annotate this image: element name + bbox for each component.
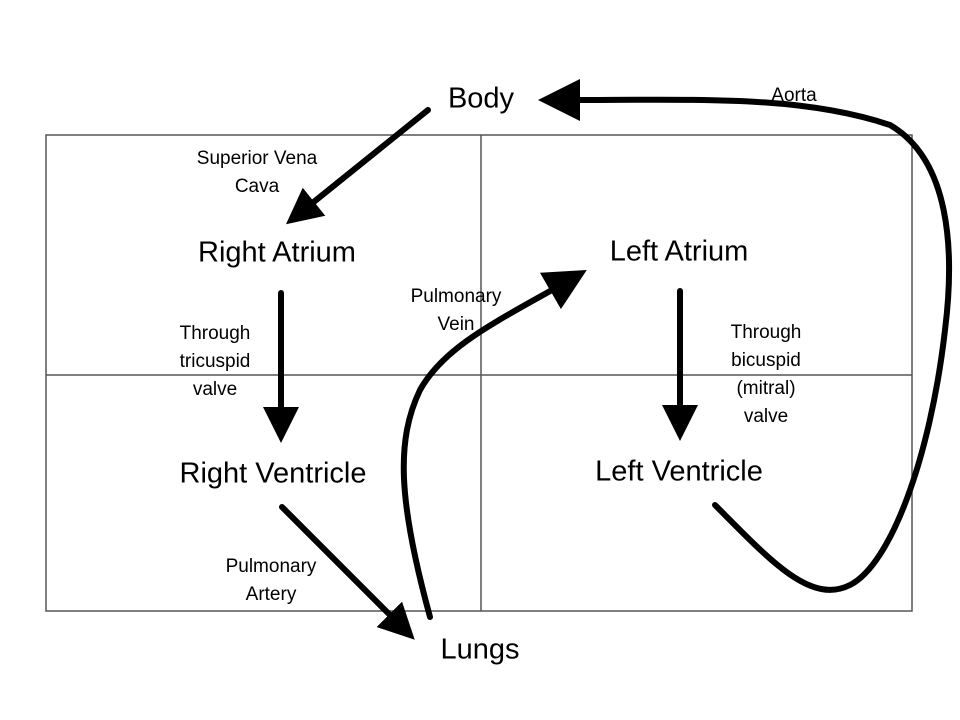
aorta-label: Aorta (771, 82, 816, 110)
pulmonary-artery-label: Pulmonary Artery (226, 553, 317, 609)
heart-box (45, 134, 913, 612)
chamber-grid (45, 134, 913, 612)
superior-vena-cava-label-line-1: Superior Vena (196, 148, 318, 169)
pulmonary-artery-label-line-1: Pulmonary (225, 556, 317, 577)
bicuspid-valve-label-line-3: (mitral) (736, 378, 796, 399)
pulmonary-artery-label-line-2: Artery (245, 584, 297, 605)
aorta-label-line: Aorta (771, 85, 817, 106)
pulmonary-vein-arrow (400, 270, 587, 620)
superior-vena-cava-label: Superior Vena Cava (197, 145, 317, 201)
right-atrium-label: Right Atrium (198, 236, 356, 269)
pulmonary-vein-label-line-2: Vein (437, 314, 475, 335)
bicuspid-valve-label: Through bicuspid (mitral) valve (731, 319, 802, 431)
pulmonary-vein-label: Pulmonary Vein (411, 283, 502, 339)
tricuspid-valve-label-line-3: valve (192, 379, 238, 400)
aorta-arrow (538, 78, 953, 593)
tricuspid-valve-label-line-2: tricuspid (179, 351, 251, 372)
tricuspid-valve-label: Through tricuspid valve (180, 320, 251, 404)
pulmonary-vein-label-line-1: Pulmonary (410, 286, 502, 307)
right-ventricle-label: Right Ventricle (179, 457, 367, 490)
tricuspid-valve-label-line-1: Through (179, 323, 251, 344)
lungs-label: Lungs (440, 633, 520, 666)
left-atrium-label: Left Atrium (609, 235, 749, 268)
left-ventricle-label: Left Ventricle (595, 455, 763, 488)
bicuspid-valve-label-line-4: valve (743, 406, 789, 427)
superior-vena-cava-label-line-2: Cava (234, 176, 280, 197)
body-label: Body (447, 82, 515, 115)
bicuspid-valve-label-line-1: Through (730, 322, 802, 343)
superior-vena-cava-arrow (285, 107, 431, 225)
pulmonary-artery-arrow (279, 504, 415, 640)
bicuspid-valve-label-line-2: bicuspid (731, 350, 801, 371)
